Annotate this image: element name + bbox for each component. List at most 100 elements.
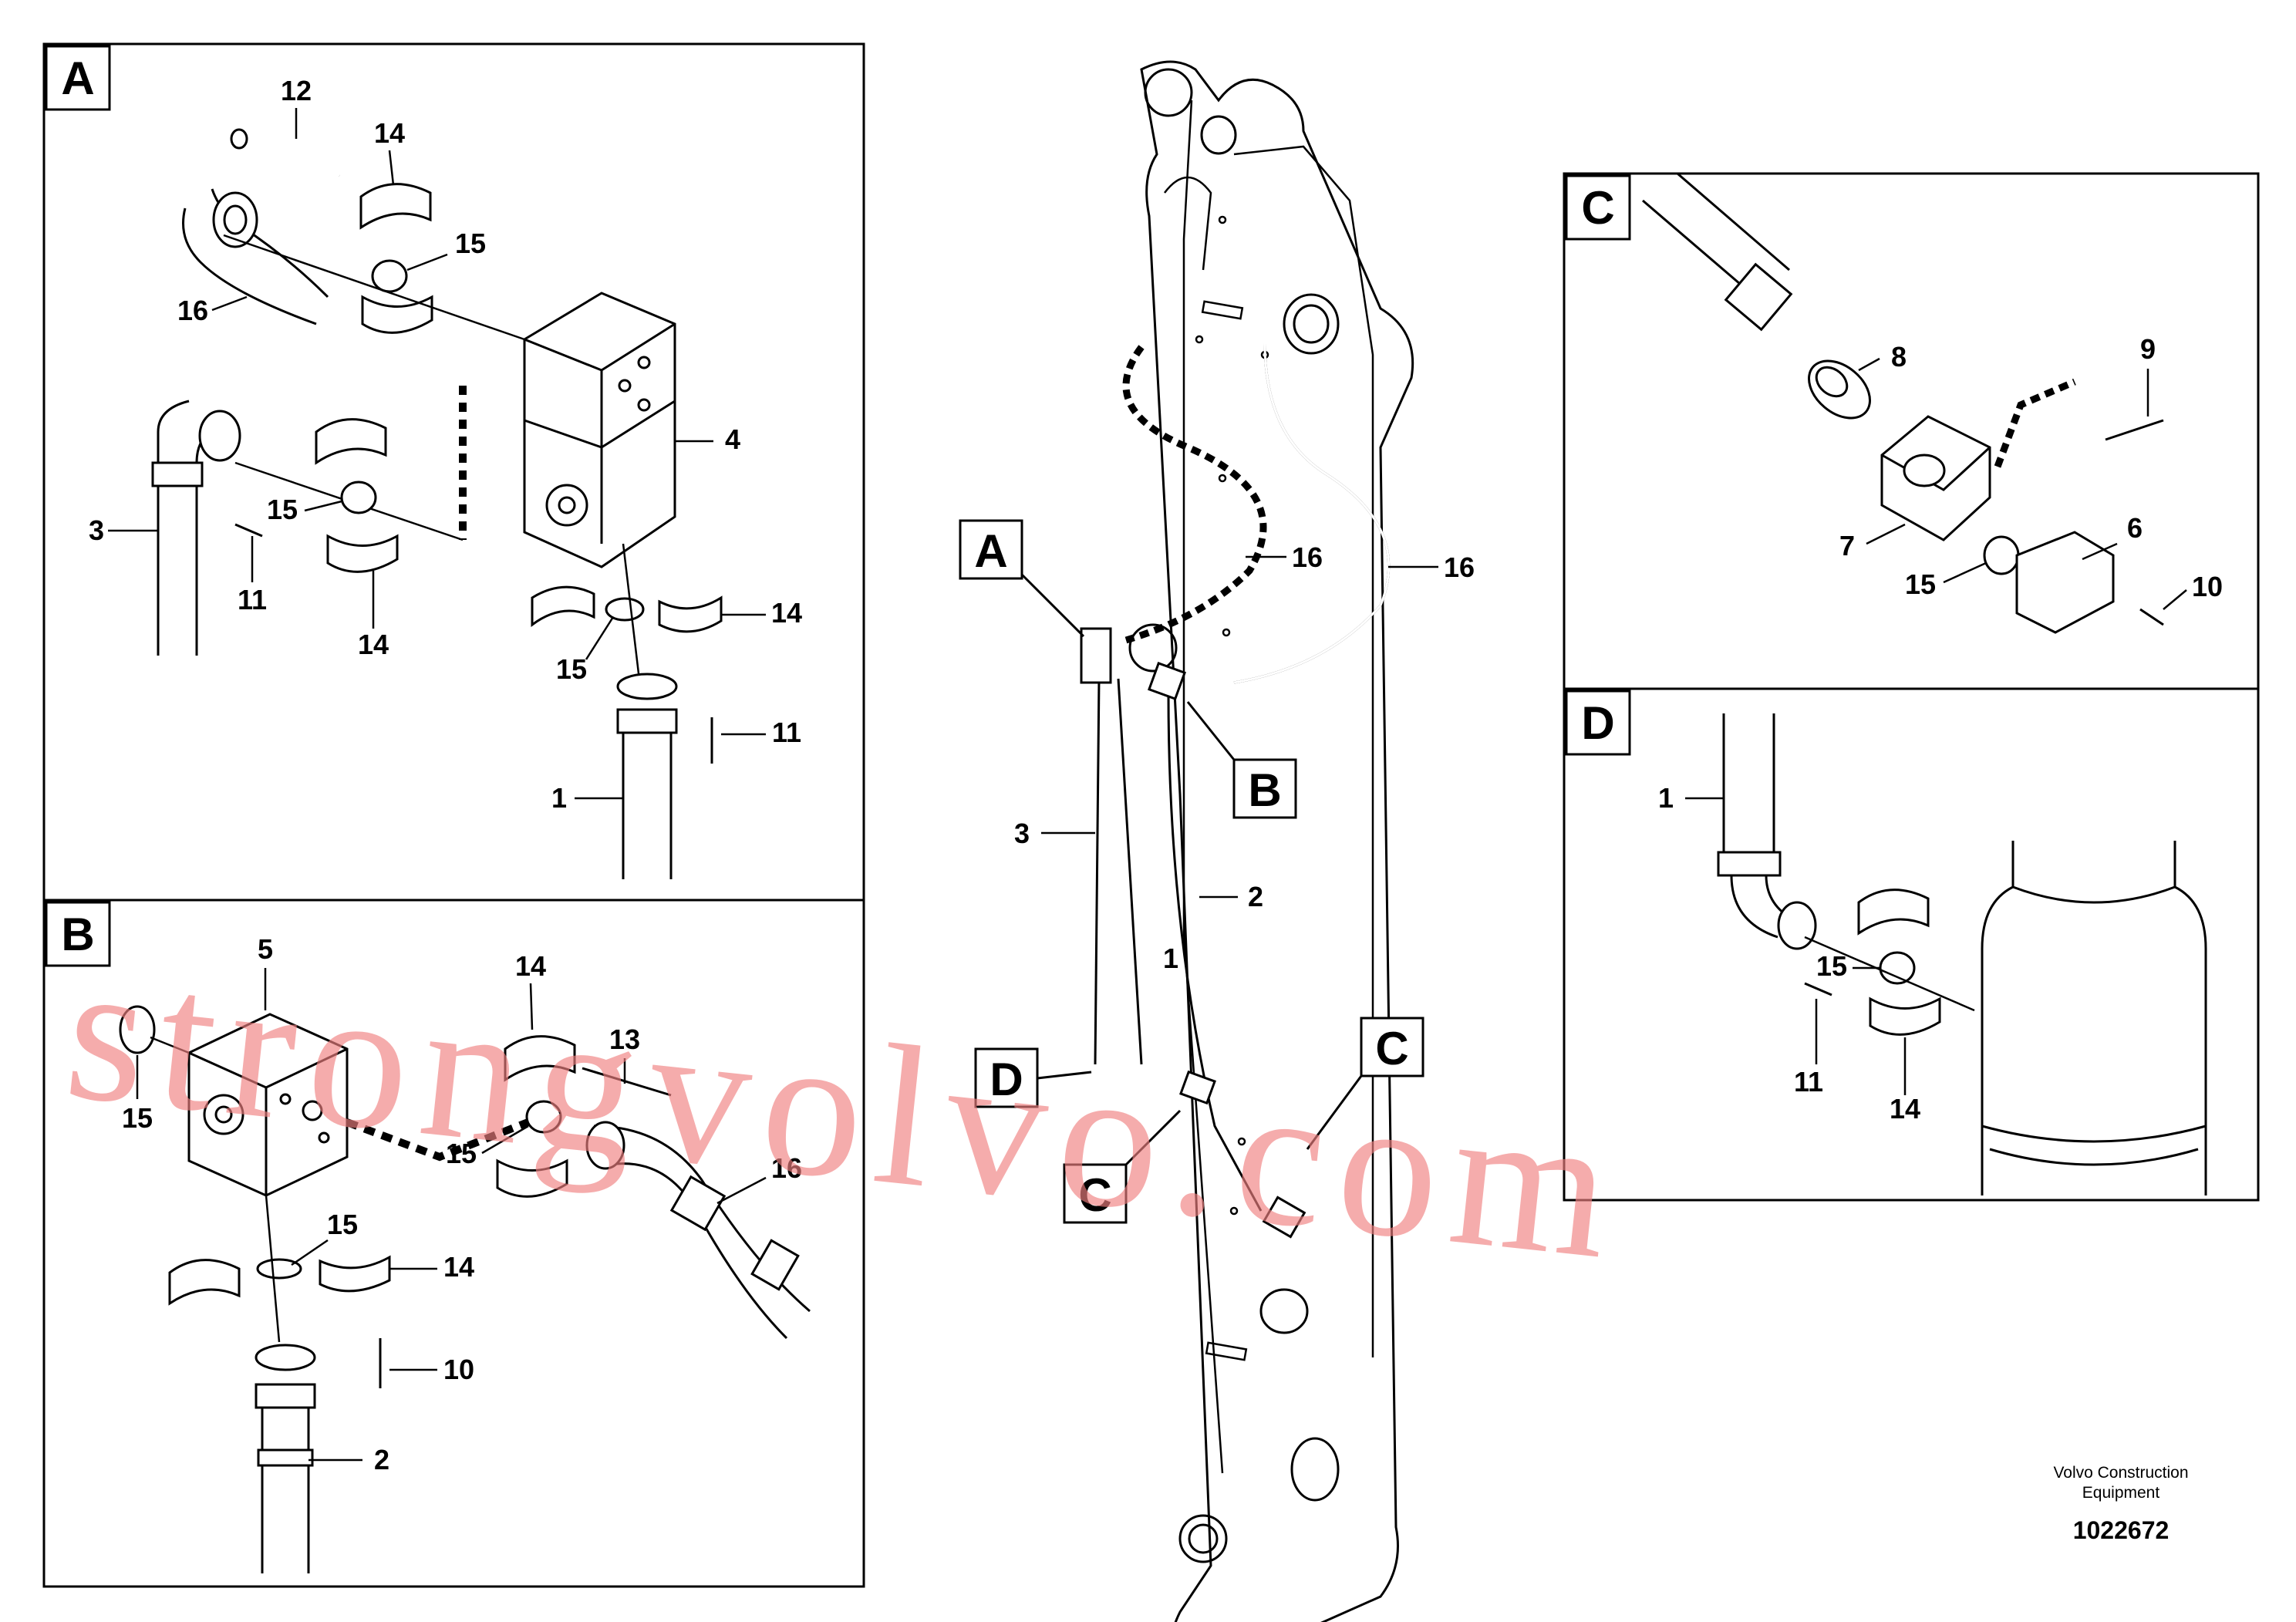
o-ring-b2	[525, 1100, 562, 1134]
label-a-14c: 14	[771, 597, 802, 629]
pipe-2-b	[255, 1344, 316, 1573]
label-a-11: 11	[238, 584, 267, 615]
main-label-16a: 16	[1292, 541, 1323, 573]
label-b-13: 13	[609, 1023, 640, 1055]
label-c-15: 15	[1905, 568, 1936, 600]
clamp-d2	[1869, 996, 1941, 1036]
label-a-16: 16	[177, 295, 208, 326]
leader-dashed-c	[1994, 378, 2076, 468]
label-b-15b: 15	[446, 1138, 477, 1169]
main-label-2: 2	[1248, 881, 1263, 912]
label-b-14: 14	[515, 950, 546, 982]
main-tag-d-box	[974, 1047, 1039, 1108]
axis-line-a1	[223, 234, 525, 341]
o-ring-a2	[340, 481, 377, 514]
label-b-15c: 15	[327, 1209, 358, 1240]
clamp-b1	[504, 1035, 576, 1082]
hose-c	[1642, 172, 1871, 420]
bolt-11-a1	[234, 523, 263, 538]
o-ring-c	[1983, 535, 2020, 575]
panel-b-tag-box	[45, 901, 111, 967]
clamp-d1	[1857, 889, 1930, 936]
label-d-15: 15	[1816, 950, 1847, 982]
label-b-16: 16	[771, 1152, 802, 1184]
clamp-b3	[168, 1259, 241, 1306]
block-5-drawing	[187, 1013, 349, 1197]
panel-c: C 8 9 7 6 15 10	[1563, 172, 2260, 690]
panel-d-frame	[1563, 687, 2260, 1202]
label-a-3: 3	[89, 514, 104, 546]
main-label-1: 1	[1163, 943, 1178, 974]
o-ring-b1	[119, 1005, 156, 1054]
o-ring-a1	[371, 259, 408, 293]
label-d-14: 14	[1890, 1093, 1920, 1125]
label-a-1: 1	[551, 782, 567, 814]
panel-c-tag: C	[1581, 182, 1614, 234]
footer-company-line1: Volvo Construction	[2053, 1464, 2188, 1482]
label-c-7: 7	[1839, 530, 1855, 561]
bolt-10-c	[2139, 608, 2164, 626]
block-7-drawing	[1880, 415, 1991, 541]
main-tag-c: C	[1078, 1169, 1111, 1221]
label-a-15b: 15	[267, 494, 298, 525]
label-a-4: 4	[725, 423, 740, 455]
clamp-a4	[531, 585, 595, 627]
main-tag-b-box	[1232, 758, 1297, 819]
label-c-9: 9	[2140, 333, 2156, 365]
watermark: strongvolvo.com	[57, 918, 1633, 1302]
label-b-2: 2	[374, 1444, 389, 1475]
o-ring-d	[1879, 951, 1916, 985]
leader-dashed-b	[346, 1111, 549, 1162]
bolt-13-b	[582, 1067, 672, 1097]
label-b-5: 5	[258, 933, 273, 965]
pipe-1-d	[1717, 713, 1817, 950]
panel-c-tag-box	[1565, 174, 1631, 241]
main-tag-a-box	[959, 519, 1023, 580]
hose-16-elbow-a	[182, 188, 329, 325]
label-a-14b: 14	[358, 629, 389, 660]
main-label-3: 3	[1014, 818, 1030, 849]
panel-d: D 1 15 11 14	[1563, 687, 2260, 1202]
o-ring-b3	[256, 1258, 302, 1280]
clamp-b4	[319, 1255, 391, 1293]
main-tag-c-box	[1063, 1163, 1128, 1224]
clamp-a2	[315, 418, 387, 465]
label-b-15: 15	[122, 1102, 153, 1134]
panel-d-tag: D	[1581, 697, 1614, 749]
footer: Volvo Construction Equipment 1022672	[2053, 1464, 2188, 1544]
hose-16-b	[585, 1121, 811, 1340]
boom-drawing	[1080, 60, 1414, 1622]
axis-line-b2	[265, 1195, 281, 1343]
main-label-16b: 16	[1444, 551, 1475, 583]
label-b-14b: 14	[443, 1251, 474, 1283]
panel-a-tag-box	[45, 45, 111, 111]
footer-drawing-id: 1022672	[2073, 1516, 2170, 1544]
label-c-8: 8	[1891, 341, 1907, 373]
bolt-9-c	[2105, 419, 2164, 441]
panel-b-frame	[42, 899, 865, 1588]
clamp-upper-a	[359, 183, 432, 230]
panel-a-tag: A	[61, 52, 94, 104]
bolt-11-d	[1804, 982, 1832, 996]
cylinder-d	[1981, 841, 2207, 1195]
axis-line-b1	[150, 1036, 190, 1054]
label-c-6: 6	[2127, 512, 2143, 544]
axis-line-d	[1804, 936, 1975, 1012]
label-d-1: 1	[1658, 782, 1674, 814]
label-b-10: 10	[443, 1354, 474, 1385]
clamp-a3	[326, 534, 399, 573]
main-tag-c2-box	[1360, 1017, 1424, 1077]
panel-a: A	[42, 42, 865, 902]
panel-b-tag: B	[61, 909, 94, 960]
bolt-12-drawing	[230, 128, 341, 179]
clamp-lower-a	[361, 295, 433, 334]
flange-6-c	[2015, 531, 2115, 634]
label-a-12: 12	[281, 75, 312, 106]
label-a-15: 15	[455, 228, 486, 259]
o-ring-a3	[605, 597, 645, 622]
block-4-drawing	[523, 292, 676, 568]
main-tag-c2: C	[1375, 1023, 1408, 1074]
label-c-10: 10	[2192, 571, 2223, 602]
main-callouts: A B C D C 16 16 3 2 1	[959, 519, 1475, 1224]
clamp-b2	[496, 1158, 568, 1198]
